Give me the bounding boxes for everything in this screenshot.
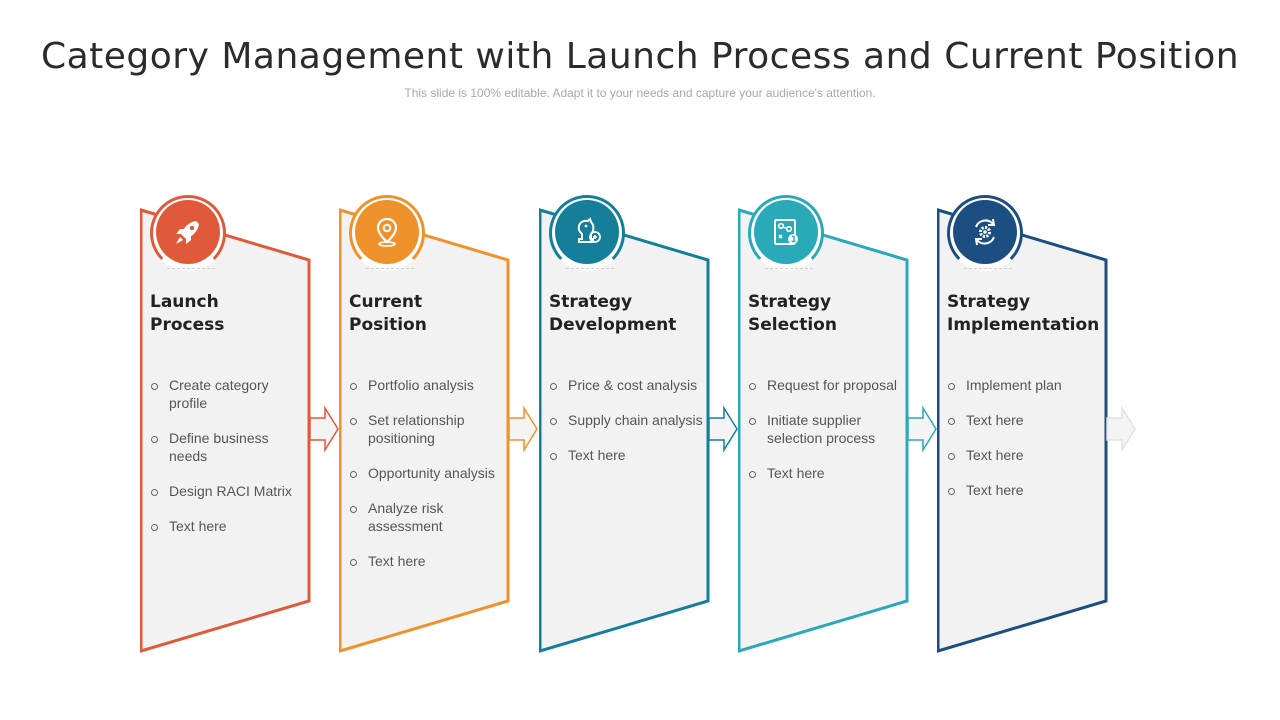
bullet-icon	[350, 506, 357, 513]
bullet-icon	[151, 436, 158, 443]
arrow-right-icon	[907, 405, 937, 453]
bullet-icon	[350, 383, 357, 390]
stage-badge	[150, 195, 226, 271]
stage-strategy-development: Strategy Development Price & cost analys…	[539, 0, 739, 720]
bullet-icon	[948, 418, 955, 425]
list-item: Text here	[947, 411, 1107, 429]
stage-badge	[748, 195, 824, 271]
list-item: Design RACI Matrix	[150, 482, 310, 500]
list-item: Text here	[748, 464, 908, 482]
stage-badge	[947, 195, 1023, 271]
stage-item-list: Create category profile Define business …	[150, 376, 310, 552]
stage-panel	[738, 208, 909, 653]
stage-item-list: Implement plan Text here Text here Text …	[947, 376, 1107, 516]
bullet-icon	[948, 453, 955, 460]
bullet-icon	[151, 383, 158, 390]
list-item: Text here	[150, 517, 310, 535]
page-title: Category Management with Launch Process …	[40, 36, 1240, 77]
list-item: Create category profile	[150, 376, 310, 412]
bullet-icon	[151, 489, 158, 496]
stage-current-position: Current Position Portfolio analysis Set …	[339, 0, 539, 720]
stage-heading: Strategy Selection	[748, 292, 837, 335]
bullet-icon	[948, 488, 955, 495]
bullet-icon	[749, 418, 756, 425]
list-item: Text here	[947, 481, 1107, 499]
stage-panel	[937, 208, 1108, 653]
bullet-icon	[948, 383, 955, 390]
stage-panel	[140, 208, 311, 653]
stage-heading: Strategy Implementation	[947, 292, 1100, 335]
stage-strategy-implementation: Strategy Implementation Implement plan T…	[937, 0, 1137, 720]
list-item: Opportunity analysis	[349, 464, 509, 482]
arrow-right-icon	[309, 405, 339, 453]
stage-item-list: Portfolio analysis Set relationship posi…	[349, 376, 509, 587]
list-item: Text here	[549, 446, 709, 464]
list-item: Initiate supplier selection process	[748, 411, 908, 447]
list-item: Request for proposal	[748, 376, 908, 394]
stage-panel	[539, 208, 710, 653]
bullet-icon	[350, 418, 357, 425]
list-item: Portfolio analysis	[349, 376, 509, 394]
chess-knight-icon	[577, 217, 601, 243]
location-pin-icon	[376, 217, 398, 247]
list-item: Text here	[349, 552, 509, 570]
list-item: Analyze risk assessment	[349, 499, 509, 535]
list-item: Supply chain analysis	[549, 411, 709, 429]
stage-panel	[339, 208, 510, 653]
stage-badge	[549, 195, 625, 271]
list-item: Implement plan	[947, 376, 1107, 394]
list-item: Price & cost analysis	[549, 376, 709, 394]
arrow-right-icon	[708, 405, 738, 453]
list-item: Define business needs	[150, 429, 310, 465]
stage-item-list: Request for proposal Initiate supplier s…	[748, 376, 908, 499]
bullet-icon	[350, 471, 357, 478]
stage-heading: Strategy Development	[549, 292, 677, 335]
bullet-icon	[550, 383, 557, 390]
bullet-icon	[550, 418, 557, 425]
arrow-right-icon	[508, 405, 538, 453]
bullet-icon	[350, 559, 357, 566]
list-item: Text here	[947, 446, 1107, 464]
bullet-icon	[749, 471, 756, 478]
bullet-icon	[749, 383, 756, 390]
stage-item-list: Price & cost analysis Supply chain analy…	[549, 376, 709, 481]
list-item: Set relationship positioning	[349, 411, 509, 447]
bullet-icon	[550, 453, 557, 460]
arrow-right-icon	[1106, 405, 1136, 453]
gear-cycle-icon	[974, 218, 996, 246]
stage-heading: Launch Process	[150, 292, 225, 335]
stage-strategy-selection: Strategy Selection Request for proposal …	[738, 0, 938, 720]
strategy-board-icon	[774, 219, 798, 245]
bullet-icon	[151, 524, 158, 531]
stage-badge	[349, 195, 425, 271]
rocket-icon	[176, 221, 199, 244]
page-subtitle: This slide is 100% editable. Adapt it to…	[404, 86, 876, 100]
stage-launch-process: Launch Process Create category profile D…	[140, 0, 340, 720]
stage-heading: Current Position	[349, 292, 427, 335]
